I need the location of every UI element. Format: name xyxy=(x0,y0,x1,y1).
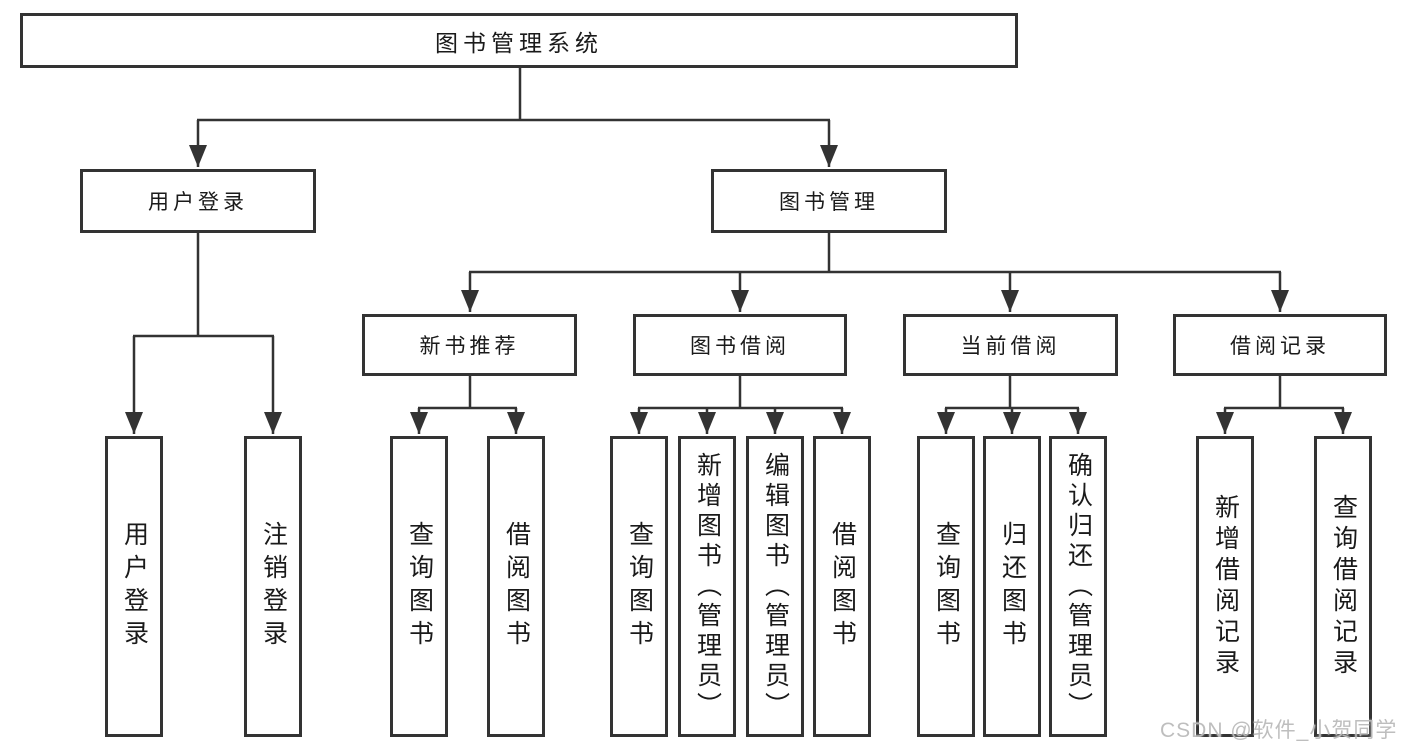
node-borrowing-records: 借阅记录 xyxy=(1173,314,1387,376)
leaf-add-book-admin: 新增图书（管理员） xyxy=(678,436,736,737)
leaf-return-books: 归还图书 xyxy=(983,436,1041,737)
node-label: 借阅图书 xyxy=(502,520,531,653)
node-label: 编辑图书（管理员） xyxy=(761,451,790,722)
leaf-confirm-return-admin: 确认归还（管理员） xyxy=(1049,436,1107,737)
csdn-watermark: CSDN @软件_小贺同学 xyxy=(1160,719,1398,742)
leaf-add-borrow-record: 新增借阅记录 xyxy=(1196,436,1254,737)
leaf-query-borrow-record: 查询借阅记录 xyxy=(1314,436,1372,737)
node-label: 新增图书（管理员） xyxy=(693,451,722,722)
leaf-query-books-recommend: 查询图书 xyxy=(390,436,448,737)
node-label: 查询图书 xyxy=(405,520,434,653)
node-new-book-recommend: 新书推荐 xyxy=(362,314,577,376)
node-label: 图书管理 xyxy=(779,191,879,214)
leaf-user-login: 用户登录 xyxy=(105,436,163,737)
node-book-management: 图书管理 xyxy=(711,169,947,233)
leaf-edit-book-admin: 编辑图书（管理员） xyxy=(746,436,804,737)
node-label: 新书推荐 xyxy=(419,335,520,358)
node-label: 图书管理系统 xyxy=(435,29,603,56)
node-label: 新增借阅记录 xyxy=(1211,493,1240,680)
node-label: 查询图书 xyxy=(625,520,654,653)
node-label: 用户登录 xyxy=(148,191,248,214)
node-label: 图书借阅 xyxy=(690,335,790,358)
node-label: 借阅记录 xyxy=(1230,335,1330,358)
node-current-borrowing: 当前借阅 xyxy=(903,314,1118,376)
node-label: 确认归还（管理员） xyxy=(1064,451,1093,722)
node-label: 查询图书 xyxy=(932,520,961,653)
node-label: 归还图书 xyxy=(998,520,1027,653)
node-label: 用户登录 xyxy=(120,520,149,653)
leaf-borrow-books-recommend: 借阅图书 xyxy=(487,436,545,737)
leaf-logout: 注销登录 xyxy=(244,436,302,737)
leaf-query-books-borrow: 查询图书 xyxy=(610,436,668,737)
node-book-borrowing: 图书借阅 xyxy=(633,314,847,376)
leaf-query-books-current: 查询图书 xyxy=(917,436,975,737)
node-user-login: 用户登录 xyxy=(80,169,316,233)
leaf-borrow-books: 借阅图书 xyxy=(813,436,871,737)
node-library-system: 图书管理系统 xyxy=(20,13,1018,68)
node-label: 借阅图书 xyxy=(828,520,857,653)
node-label: 注销登录 xyxy=(259,520,288,653)
node-label: 当前借阅 xyxy=(960,335,1061,358)
node-label: 查询借阅记录 xyxy=(1329,493,1358,680)
